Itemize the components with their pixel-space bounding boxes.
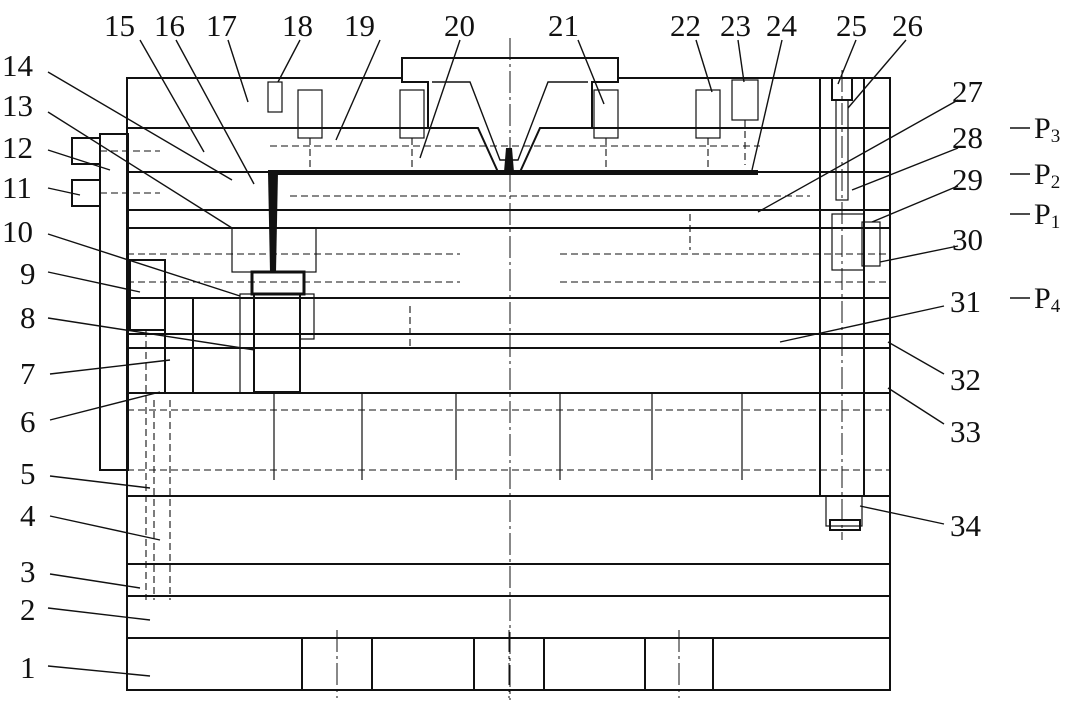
part-label-19: 19	[344, 8, 375, 43]
part-label-30: 30	[952, 222, 983, 257]
core-plate	[126, 297, 891, 335]
cavity-plate	[126, 227, 891, 299]
part-label-3: 3	[20, 554, 36, 589]
part-label-18: 18	[282, 8, 313, 43]
thin-plate-31	[126, 333, 891, 349]
part-label-32: 32	[950, 362, 981, 397]
part-label-23: 23	[720, 8, 751, 43]
part-label-28: 28	[952, 120, 983, 155]
part-label-13: 13	[2, 88, 33, 123]
cooling-channels	[127, 145, 890, 471]
part-label-9: 9	[20, 256, 36, 291]
part-label-5: 5	[20, 456, 36, 491]
stripper-plate	[126, 209, 891, 229]
runner-plate	[126, 171, 891, 211]
part-label-26: 26	[892, 8, 923, 43]
left-latch-assembly	[71, 133, 194, 600]
clamp-plate-openings	[301, 630, 714, 698]
part-label-25: 25	[836, 8, 867, 43]
part-label-8: 8	[20, 300, 36, 335]
cap-screws-top	[267, 79, 759, 172]
part-label-14: 14	[2, 48, 34, 83]
part-number-labels: 1 2 3 4 5 6 7 8 9 10 11 12 13 14 15 16 1…	[2, 8, 983, 685]
runner-channels	[250, 170, 758, 296]
parting-label-p4: P4	[1034, 282, 1061, 317]
part-label-31: 31	[950, 284, 981, 319]
part-label-10: 10	[2, 214, 33, 249]
space-block-gap	[126, 495, 891, 565]
part-label-22: 22	[670, 8, 701, 43]
part-label-16: 16	[154, 8, 185, 43]
part-label-11: 11	[2, 170, 32, 205]
part-label-29: 29	[952, 162, 983, 197]
part-label-34: 34	[950, 508, 982, 543]
part-label-12: 12	[2, 130, 33, 165]
part-label-21: 21	[548, 8, 579, 43]
guide-pin-right	[819, 70, 881, 540]
part-label-7: 7	[20, 356, 36, 391]
part-label-1: 1	[20, 650, 36, 685]
part-label-24: 24	[766, 8, 798, 43]
parting-label-p1: P1	[1034, 198, 1060, 233]
lower-mold-plate	[126, 392, 891, 497]
ejector-retainer-plate	[126, 563, 891, 597]
core-insert	[231, 227, 317, 394]
ejector-pins	[273, 393, 743, 480]
parting-label-p3: P3	[1034, 112, 1060, 147]
part-label-27: 27	[952, 74, 983, 109]
part-label-4: 4	[20, 498, 36, 533]
parting-label-p2: P2	[1034, 158, 1060, 193]
part-label-20: 20	[444, 8, 475, 43]
part-label-2: 2	[20, 592, 36, 627]
part-label-15: 15	[104, 8, 135, 43]
part-label-6: 6	[20, 404, 36, 439]
part-label-33: 33	[950, 414, 981, 449]
leader-lines	[47, 39, 1030, 677]
core-retainer-plate	[126, 347, 891, 394]
part-label-17: 17	[206, 8, 237, 43]
parting-line-labels: P3 P2 P1 P4	[1034, 112, 1061, 317]
